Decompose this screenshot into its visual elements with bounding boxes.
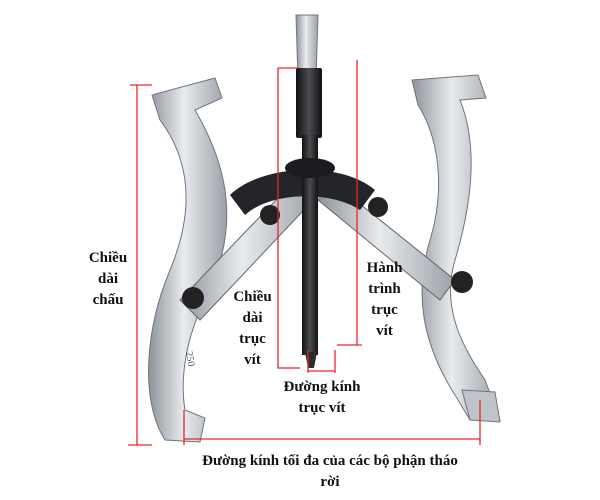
- screw-diameter-dimension: [307, 350, 336, 373]
- label-line: chấu: [92, 292, 124, 308]
- label-line: Hành: [366, 260, 403, 276]
- label-line: vít: [376, 323, 393, 339]
- screw-length-dimension: [277, 67, 300, 369]
- label-line: Đường kính: [283, 379, 361, 395]
- label-max-diameter: Đường kính tối đa của các bộ phận tháo r…: [150, 451, 510, 493]
- label-line: trục vít: [298, 400, 346, 416]
- label-line: dài: [97, 271, 118, 287]
- label-line: trình: [368, 281, 401, 297]
- label-screw-length: Chiều dài trục vít: [225, 287, 280, 371]
- label-line: dài: [242, 310, 263, 326]
- label-line: rời: [320, 474, 340, 490]
- nut-icon: [451, 271, 473, 293]
- label-line: vít: [244, 352, 261, 368]
- right-jaw: [411, 74, 501, 423]
- label-screw-diameter: Đường kính trục vít: [262, 377, 382, 419]
- label-line: trục: [371, 302, 398, 318]
- screw-travel-dimension: [337, 60, 362, 346]
- nut-icon: [260, 205, 280, 225]
- dimension-lines: [128, 60, 481, 446]
- left-jaw: 250: [148, 77, 228, 443]
- label-jaw-length: Chiều dài chấu: [78, 248, 138, 311]
- label-line: Chiều: [88, 250, 128, 266]
- max-diameter-dimension: [183, 400, 481, 445]
- label-line: trục: [239, 331, 266, 347]
- jaw-length-dimension: [128, 84, 152, 446]
- label-screw-travel: Hành trình trục vít: [357, 258, 412, 342]
- label-line: Chiều: [233, 289, 272, 305]
- nut-icon: [368, 197, 388, 217]
- jaw-marking: 250: [183, 351, 196, 368]
- label-line: Đường kính tối đa của các bộ phận tháo: [202, 453, 458, 469]
- screw: [285, 68, 335, 368]
- nut-icon: [182, 287, 204, 309]
